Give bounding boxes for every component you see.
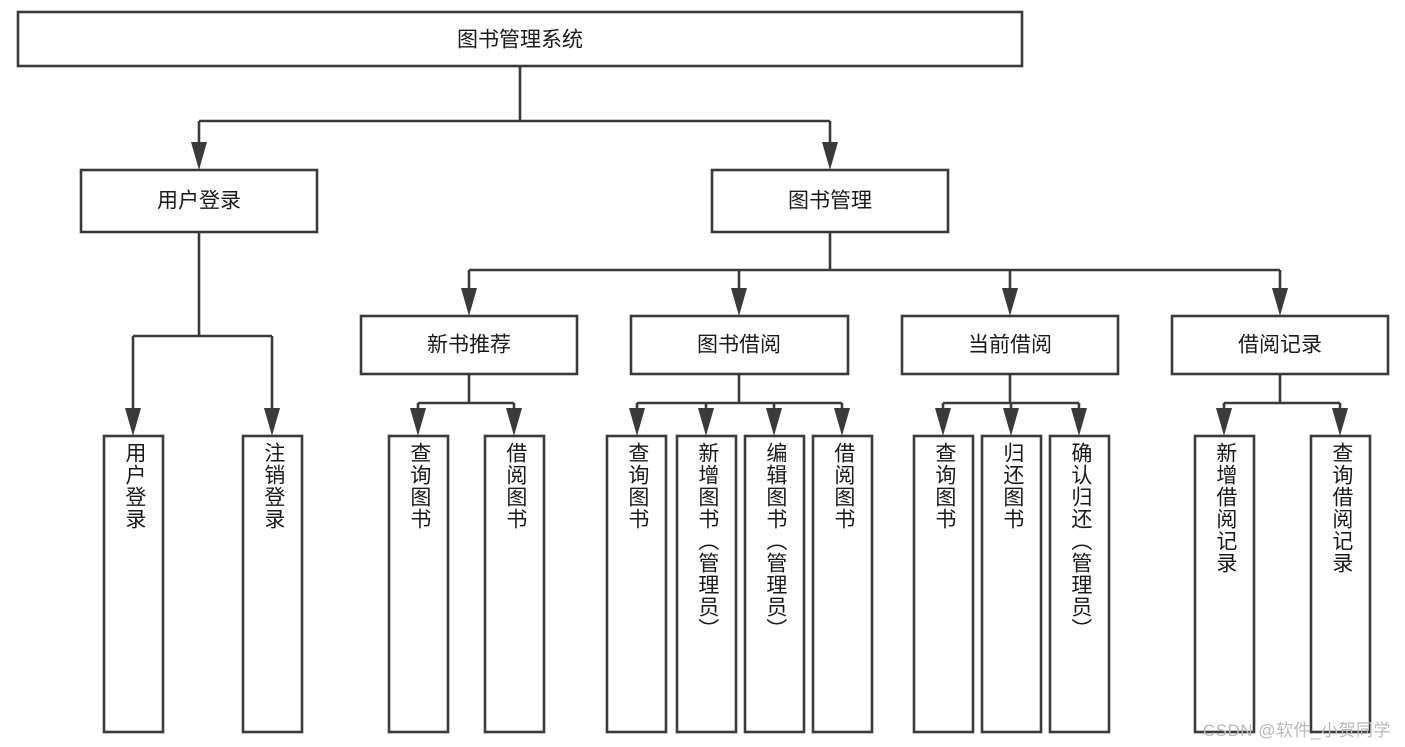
- arrow-l3-2-leaf-0: [935, 408, 951, 436]
- leaf-box[interactable]: [483, 434, 546, 734]
- leaf-label: 注销登录: [261, 442, 285, 530]
- leaf-box[interactable]: [241, 434, 304, 734]
- leaf-book-borrow-2[interactable]: 编辑图书（管理员）: [743, 434, 806, 734]
- leaf-box[interactable]: [387, 434, 450, 734]
- leaf-new-book-recommend-1[interactable]: 借阅图书: [483, 434, 546, 734]
- node-book-management[interactable]: 图书管理: [710, 168, 950, 234]
- arrow-l3-1-leaf-0: [629, 408, 645, 436]
- leaf-text-holder: 查询图书: [625, 442, 649, 530]
- leaf-label: 查询借阅记录: [1329, 442, 1353, 574]
- arrow-l3-3-leaf-1: [1332, 408, 1348, 436]
- leaf-book-borrow-0[interactable]: 查询图书: [605, 434, 668, 734]
- leaf-label: 查询图书: [932, 442, 956, 530]
- leaf-label: 编辑图书（管理员）: [763, 442, 787, 640]
- leaf-text-holder: 查询借阅记录: [1329, 442, 1353, 574]
- leaf-current-borrow-1[interactable]: 归还图书: [980, 434, 1043, 734]
- arrow-l3-0-leaf-1: [506, 408, 522, 436]
- leaf-text-holder: 新增借阅记录: [1213, 442, 1237, 574]
- arrow-l3-2-leaf-2: [1071, 408, 1087, 436]
- arrow-l3-1-leaf-3: [834, 408, 850, 436]
- node-book-borrow[interactable]: 图书借阅: [629, 314, 850, 376]
- node-root-book-management-system[interactable]: 图书管理系统: [16, 10, 1024, 68]
- borrow-record-label: 借阅记录: [1238, 334, 1322, 357]
- book-management-box[interactable]: [710, 168, 950, 234]
- leaf-text-holder: 新增图书（管理员）: [695, 442, 719, 640]
- node-borrow-record[interactable]: 借阅记录: [1170, 314, 1390, 376]
- leaf-box[interactable]: [743, 434, 806, 734]
- connector-layer: [125, 66, 1348, 436]
- leaf-box[interactable]: [1193, 434, 1256, 734]
- arrow-book-mgmt-to-l3-3: [1272, 288, 1288, 316]
- leaf-current-borrow-0[interactable]: 查询图书: [912, 434, 975, 734]
- arrow-user-login-leaf-1: [264, 408, 280, 436]
- leaf-text-holder: 借阅图书: [831, 442, 855, 530]
- leaf-borrow-record-1[interactable]: 查询借阅记录: [1309, 434, 1372, 734]
- arrow-root-to-book-mgmt: [822, 142, 838, 170]
- leaf-text-holder: 编辑图书（管理员）: [763, 442, 787, 640]
- leaf-text-holder: 归还图书: [1000, 442, 1024, 530]
- leaf-current-borrow-2[interactable]: 确认归还（管理员）: [1048, 434, 1111, 734]
- arrow-l3-0-leaf-0: [410, 408, 426, 436]
- leaf-book-borrow-3[interactable]: 借阅图书: [811, 434, 874, 734]
- leaf-book-borrow-1[interactable]: 新增图书（管理员）: [675, 434, 738, 734]
- leaf-text-holder: 查询图书: [932, 442, 956, 530]
- leaf-box[interactable]: [980, 434, 1043, 734]
- leaf-label: 借阅图书: [831, 442, 855, 530]
- leaf-borrow-record-0[interactable]: 新增借阅记录: [1193, 434, 1256, 734]
- leaf-label: 新增借阅记录: [1213, 442, 1237, 574]
- leaf-label: 归还图书: [1000, 442, 1024, 530]
- leaf-label: 查询图书: [407, 442, 431, 530]
- leaf-box[interactable]: [1309, 434, 1372, 734]
- arrow-l3-2-leaf-1: [1003, 408, 1019, 436]
- leaf-box[interactable]: [605, 434, 668, 734]
- borrow-record-box[interactable]: [1170, 314, 1390, 376]
- leaf-label: 借阅图书: [503, 442, 527, 530]
- leaf-box[interactable]: [811, 434, 874, 734]
- arrow-root-to-user-login: [191, 142, 207, 170]
- leaf-text-holder: 确认归还（管理员）: [1068, 442, 1092, 640]
- arrow-l3-1-leaf-1: [698, 408, 714, 436]
- current-borrow-label: 当前借阅: [968, 334, 1052, 357]
- node-user-login[interactable]: 用户登录: [79, 168, 319, 234]
- user-login-box[interactable]: [79, 168, 319, 234]
- arrow-l3-3-leaf-0: [1216, 408, 1232, 436]
- leaf-user-login-0[interactable]: 用户登录: [102, 434, 165, 734]
- leaf-box[interactable]: [675, 434, 738, 734]
- arrow-book-mgmt-to-l3-2: [1002, 288, 1018, 316]
- current-borrow-box[interactable]: [900, 314, 1120, 376]
- root-box[interactable]: [16, 10, 1024, 68]
- arrow-book-mgmt-to-l3-1: [731, 288, 747, 316]
- leaf-text-holder: 注销登录: [261, 442, 285, 530]
- leaf-text-holder: 借阅图书: [503, 442, 527, 530]
- arrow-book-mgmt-to-l3-0: [461, 288, 477, 316]
- root-label: 图书管理系统: [457, 29, 583, 52]
- book-borrow-box[interactable]: [629, 314, 850, 376]
- user-login-label: 用户登录: [157, 190, 241, 213]
- leaf-text-holder: 用户登录: [122, 442, 146, 530]
- leaf-label: 用户登录: [122, 442, 146, 530]
- leaf-label: 确认归还（管理员）: [1068, 442, 1092, 640]
- leaf-new-book-recommend-0[interactable]: 查询图书: [387, 434, 450, 734]
- leaf-label: 查询图书: [625, 442, 649, 530]
- arrow-l3-1-leaf-2: [766, 408, 782, 436]
- leaf-user-login-1[interactable]: 注销登录: [241, 434, 304, 734]
- leaf-text-holder: 查询图书: [407, 442, 431, 530]
- arrow-user-login-leaf-0: [125, 408, 141, 436]
- node-new-book-recommend[interactable]: 新书推荐: [359, 314, 579, 376]
- new-book-recommend-label: 新书推荐: [427, 334, 511, 357]
- leaf-box[interactable]: [912, 434, 975, 734]
- leaf-label: 新增图书（管理员）: [695, 442, 719, 640]
- node-current-borrow[interactable]: 当前借阅: [900, 314, 1120, 376]
- book-management-label: 图书管理: [788, 190, 872, 213]
- leaf-box[interactable]: [102, 434, 165, 734]
- book-borrow-label: 图书借阅: [697, 334, 781, 357]
- leaf-box[interactable]: [1048, 434, 1111, 734]
- new-book-recommend-box[interactable]: [359, 314, 579, 376]
